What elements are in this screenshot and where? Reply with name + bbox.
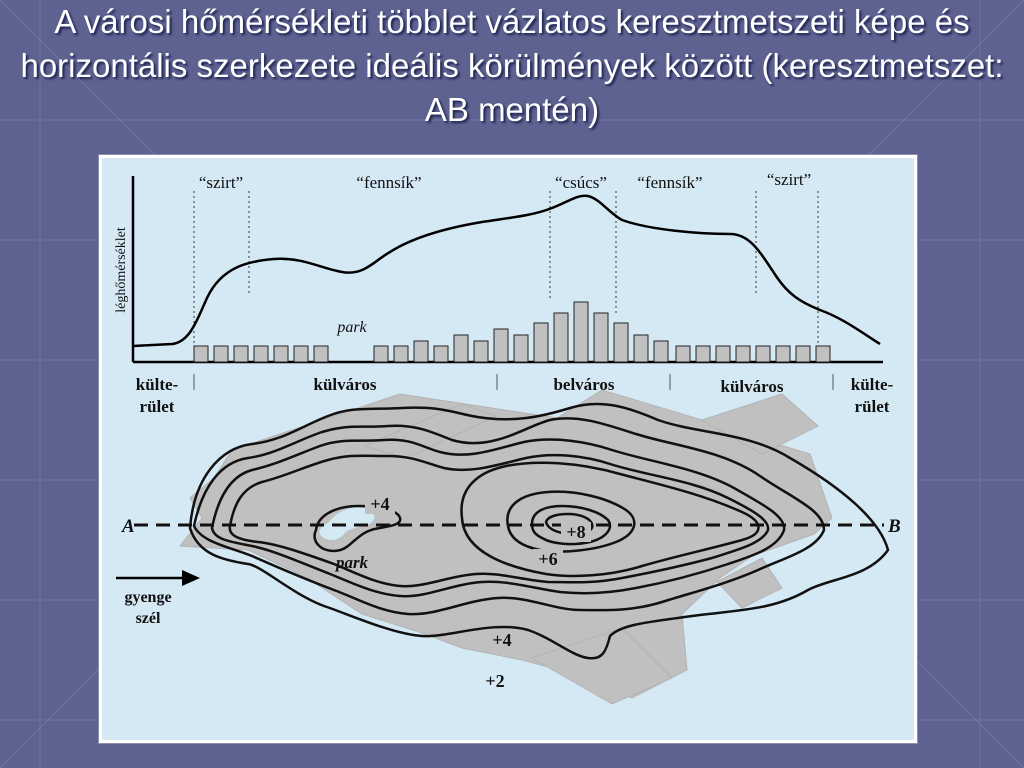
isotherm-labels: +4 +8 +6 +4 +2 bbox=[365, 494, 591, 691]
building-bar bbox=[613, 322, 629, 363]
y-axis-label: léghőmérséklet bbox=[114, 227, 129, 313]
label-bg bbox=[365, 494, 395, 514]
building-bar bbox=[233, 345, 249, 363]
zone-kulvaros-right: külváros bbox=[721, 377, 784, 396]
building-bar bbox=[493, 328, 509, 363]
isotherm-label-plus8: +8 bbox=[566, 522, 585, 542]
diagram-panel: léghőmérséklet bbox=[98, 154, 918, 744]
wind-label-2: szél bbox=[136, 610, 161, 627]
building-bar bbox=[755, 345, 771, 363]
building-bar bbox=[193, 345, 209, 363]
building-bar bbox=[373, 345, 389, 363]
building-bar bbox=[815, 345, 831, 363]
zone-kulterulet-right-2: rület bbox=[855, 397, 890, 416]
zone-kulvaros-left: külváros bbox=[314, 375, 377, 394]
isotherm-label-plus4: +4 bbox=[492, 630, 511, 650]
building-bar bbox=[473, 340, 489, 363]
profile-guides bbox=[193, 191, 819, 345]
isotherm-label-plus6: +6 bbox=[538, 549, 557, 569]
isotherms bbox=[188, 402, 890, 660]
building-bar bbox=[453, 334, 469, 363]
wind-label-1: gyenge bbox=[124, 589, 171, 606]
building-bar bbox=[775, 345, 791, 363]
zone-belvaros: belváros bbox=[553, 375, 614, 394]
label-bg bbox=[561, 522, 591, 542]
temperature-profile-curve bbox=[132, 194, 881, 348]
building-bar bbox=[273, 345, 289, 363]
building-bar bbox=[253, 345, 269, 363]
building-bar bbox=[695, 345, 711, 363]
building-bar bbox=[513, 334, 529, 363]
label-szirt-left: “szirt” bbox=[199, 173, 243, 192]
park-area bbox=[319, 507, 375, 540]
label-szirt-right: “szirt” bbox=[767, 170, 811, 189]
slide-title: A városi hőmérsékleti többlet vázlatos k… bbox=[20, 3, 1004, 128]
label-bg bbox=[480, 671, 510, 691]
zone-kulterulet-right-1: külte- bbox=[851, 375, 894, 394]
building-bar bbox=[533, 322, 549, 363]
label-fennsik-left: “fennsík” bbox=[356, 173, 421, 192]
profile-section: léghőmérséklet bbox=[114, 170, 894, 416]
building-bar bbox=[633, 334, 649, 363]
building-bar bbox=[293, 345, 309, 363]
point-b: B bbox=[887, 516, 901, 537]
zone-kulterulet-left-2: rület bbox=[140, 397, 175, 416]
zone-kulterulet-left-1: külte- bbox=[136, 375, 179, 394]
building-bar bbox=[213, 345, 229, 363]
label-fennsik-right: “fennsík” bbox=[637, 173, 702, 192]
building-bar bbox=[573, 301, 589, 363]
building-bar bbox=[675, 345, 691, 363]
building-bar bbox=[715, 345, 731, 363]
label-csucs: “csúcs” bbox=[555, 173, 607, 192]
building-bar bbox=[313, 345, 329, 363]
label-bg bbox=[533, 549, 563, 569]
urban-heat-island-diagram: léghőmérséklet bbox=[114, 170, 901, 705]
map-section: A B +4 +8 +6 +4 +2 park gyenge bbox=[116, 389, 901, 705]
building-bar bbox=[795, 345, 811, 363]
building-bar bbox=[735, 345, 751, 363]
isotherm-label-plus4-park: +4 bbox=[370, 494, 389, 514]
building-bar bbox=[653, 340, 669, 363]
building-bar bbox=[553, 312, 569, 363]
building-bar bbox=[393, 345, 409, 363]
profile-park-label: park bbox=[336, 319, 367, 336]
label-bg bbox=[487, 630, 517, 650]
building-bar bbox=[413, 340, 429, 363]
isotherm-label-plus2: +2 bbox=[485, 671, 504, 691]
building-bar bbox=[433, 345, 449, 363]
building-bars bbox=[193, 301, 831, 363]
building-bar bbox=[593, 312, 609, 363]
wind-arrow bbox=[116, 570, 200, 586]
point-a: A bbox=[121, 516, 135, 537]
zone-separators bbox=[193, 374, 834, 390]
map-park-label: park bbox=[334, 553, 369, 572]
